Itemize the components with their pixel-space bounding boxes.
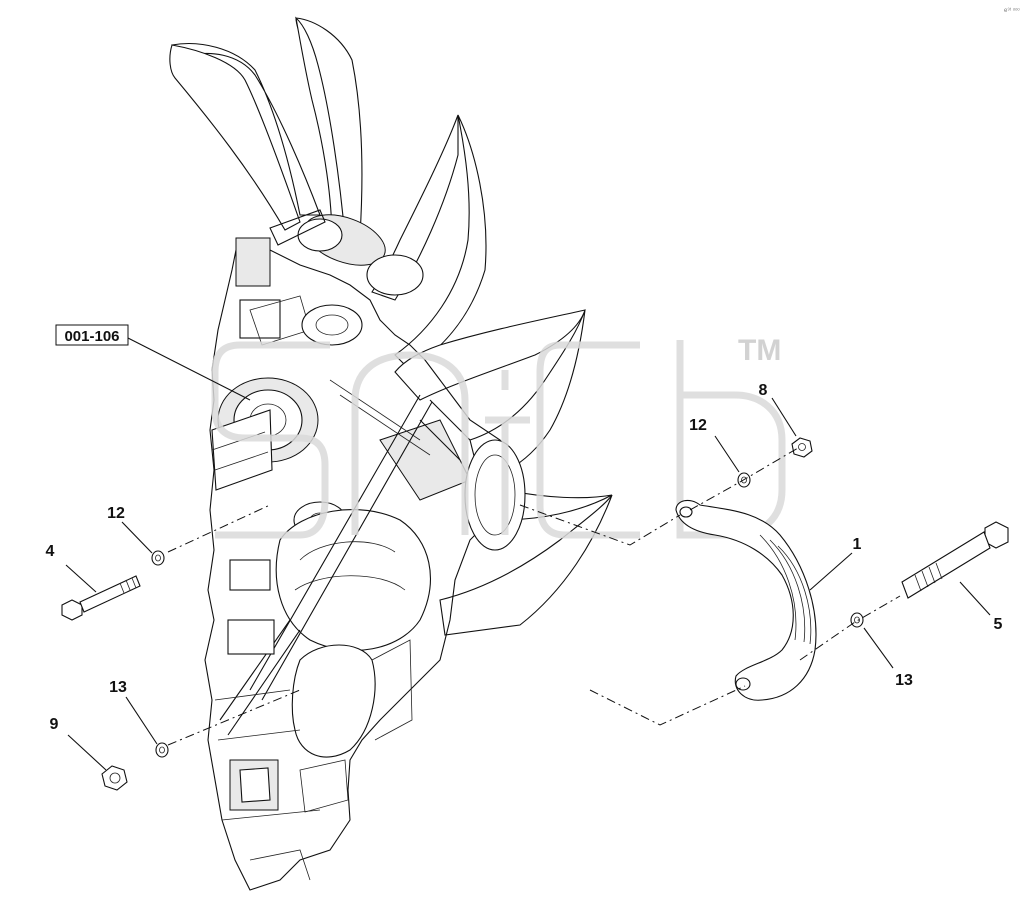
- callout-part-12-left[interactable]: 12: [107, 505, 125, 522]
- callout-part-8[interactable]: 8: [759, 382, 768, 399]
- callout-part-9[interactable]: 9: [50, 716, 59, 733]
- washer-part-12-left: [151, 550, 165, 566]
- callout-part-1[interactable]: 1: [853, 536, 862, 553]
- reference-label-001-106: 001-106: [64, 328, 119, 345]
- engine-fan-assembly: [169, 16, 613, 891]
- washer-part-13-left: [155, 742, 169, 758]
- callout-part-12-right[interactable]: 12: [689, 417, 707, 434]
- engine-block-details: [211, 237, 526, 881]
- fan-hub: [269, 209, 424, 296]
- callout-part-5[interactable]: 5: [994, 616, 1003, 633]
- corner-mark: e⁹ᵗ ᵒᵒᵒ: [1004, 7, 1020, 14]
- fan-blades: [169, 16, 613, 636]
- callout-part-4[interactable]: 4: [46, 543, 55, 560]
- bolt-part-5: [901, 521, 1009, 599]
- watermark-tm: TM: [738, 334, 781, 367]
- callout-part-13-right[interactable]: 13: [895, 672, 913, 689]
- callout-part-13-left[interactable]: 13: [109, 679, 127, 696]
- watermark-logo: TM: [211, 334, 786, 539]
- bolt-part-4: [61, 575, 141, 621]
- nut-part-8: [791, 437, 813, 458]
- reference-label-box[interactable]: 001-106: [55, 324, 129, 346]
- nut-part-9: [101, 765, 128, 791]
- leader-lines: [65, 337, 991, 771]
- bracket-part-1: [675, 499, 817, 701]
- washer-part-13-right: [850, 612, 864, 628]
- centerlines: [167, 447, 901, 746]
